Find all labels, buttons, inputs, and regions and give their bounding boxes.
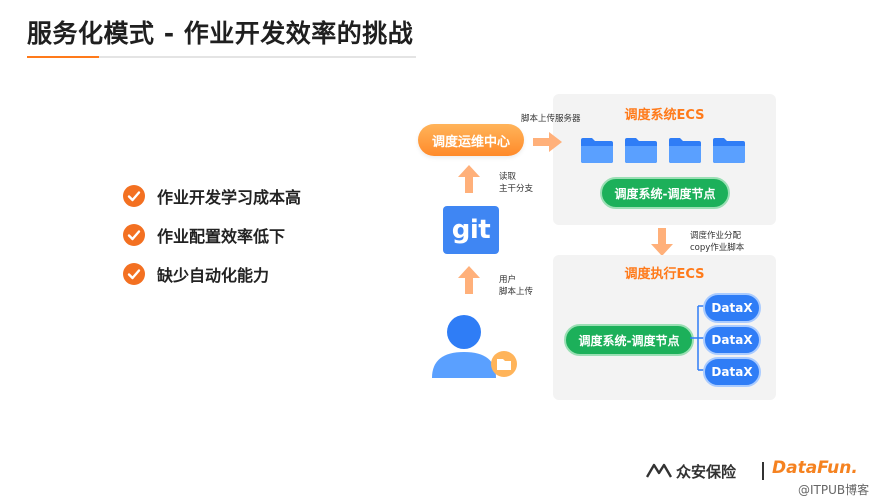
list-item-label: 缺少自动化能力 <box>157 265 270 285</box>
check-icon <box>123 223 145 246</box>
datax-node: DataX <box>703 325 761 355</box>
footer-divider <box>762 462 764 480</box>
list-item: 缺少自动化能力 <box>123 254 301 293</box>
read-label-line2: 主干分支 <box>499 184 534 194</box>
job-assign-label: 调度作业分配 copy作业脚本 <box>690 230 744 254</box>
exec-ecs-title: 调度执行ECS <box>624 267 705 282</box>
job-assign-line2: copy作业脚本 <box>690 243 745 253</box>
read-label-line1: 读取 <box>499 172 517 182</box>
folder-icon <box>581 138 613 163</box>
read-label: 读取 主干分支 <box>499 171 533 195</box>
git-logo: git <box>443 206 499 254</box>
folder-icon <box>625 138 657 163</box>
list-item-label: 作业开发学习成本高 <box>157 187 302 207</box>
datafun-logo: DataFun. <box>772 458 858 478</box>
datax-node: DataX <box>703 293 761 323</box>
exec-node-badge: 调度系统-调度节点 <box>564 324 694 356</box>
user-upload-line1: 用户 <box>499 275 517 285</box>
check-icon <box>123 184 145 207</box>
bullet-list: 作业开发学习成本高 作业配置效率低下 缺少自动化能力 <box>123 176 301 293</box>
check-icon <box>123 262 145 285</box>
page-title: 服务化模式 - 作业开发效率的挑战 <box>27 19 414 48</box>
title-divider <box>27 56 416 58</box>
folder-icon <box>713 138 745 163</box>
connector-lines <box>690 305 706 371</box>
arrow-right-icon <box>533 132 562 152</box>
arrow-down-icon <box>651 228 673 256</box>
arrow-up-icon <box>458 165 480 193</box>
user-upload-label: 用户 脚本上传 <box>499 274 533 298</box>
user-icon <box>432 315 517 378</box>
scheduler-ecs-title: 调度系统ECS <box>624 108 705 123</box>
list-item: 作业开发学习成本高 <box>123 176 301 215</box>
user-upload-line2: 脚本上传 <box>499 287 534 297</box>
list-item: 作业配置效率低下 <box>123 215 301 254</box>
ops-center-badge: 调度运维中心 <box>418 124 524 156</box>
folder-icon <box>669 138 701 163</box>
scheduler-node-badge: 调度系统-调度节点 <box>600 177 730 209</box>
arrow-up-icon <box>458 266 480 294</box>
datax-node: DataX <box>703 357 761 387</box>
footer-brand: 众安保险 <box>676 463 737 481</box>
zhongan-logo-icon <box>646 463 672 478</box>
title-divider-accent <box>27 56 99 58</box>
job-assign-line1: 调度作业分配 <box>690 231 742 241</box>
list-item-label: 作业配置效率低下 <box>157 226 286 246</box>
watermark: @ITPUB博客 <box>798 483 870 497</box>
upload-server-label: 脚本上传服务器 <box>521 114 581 124</box>
